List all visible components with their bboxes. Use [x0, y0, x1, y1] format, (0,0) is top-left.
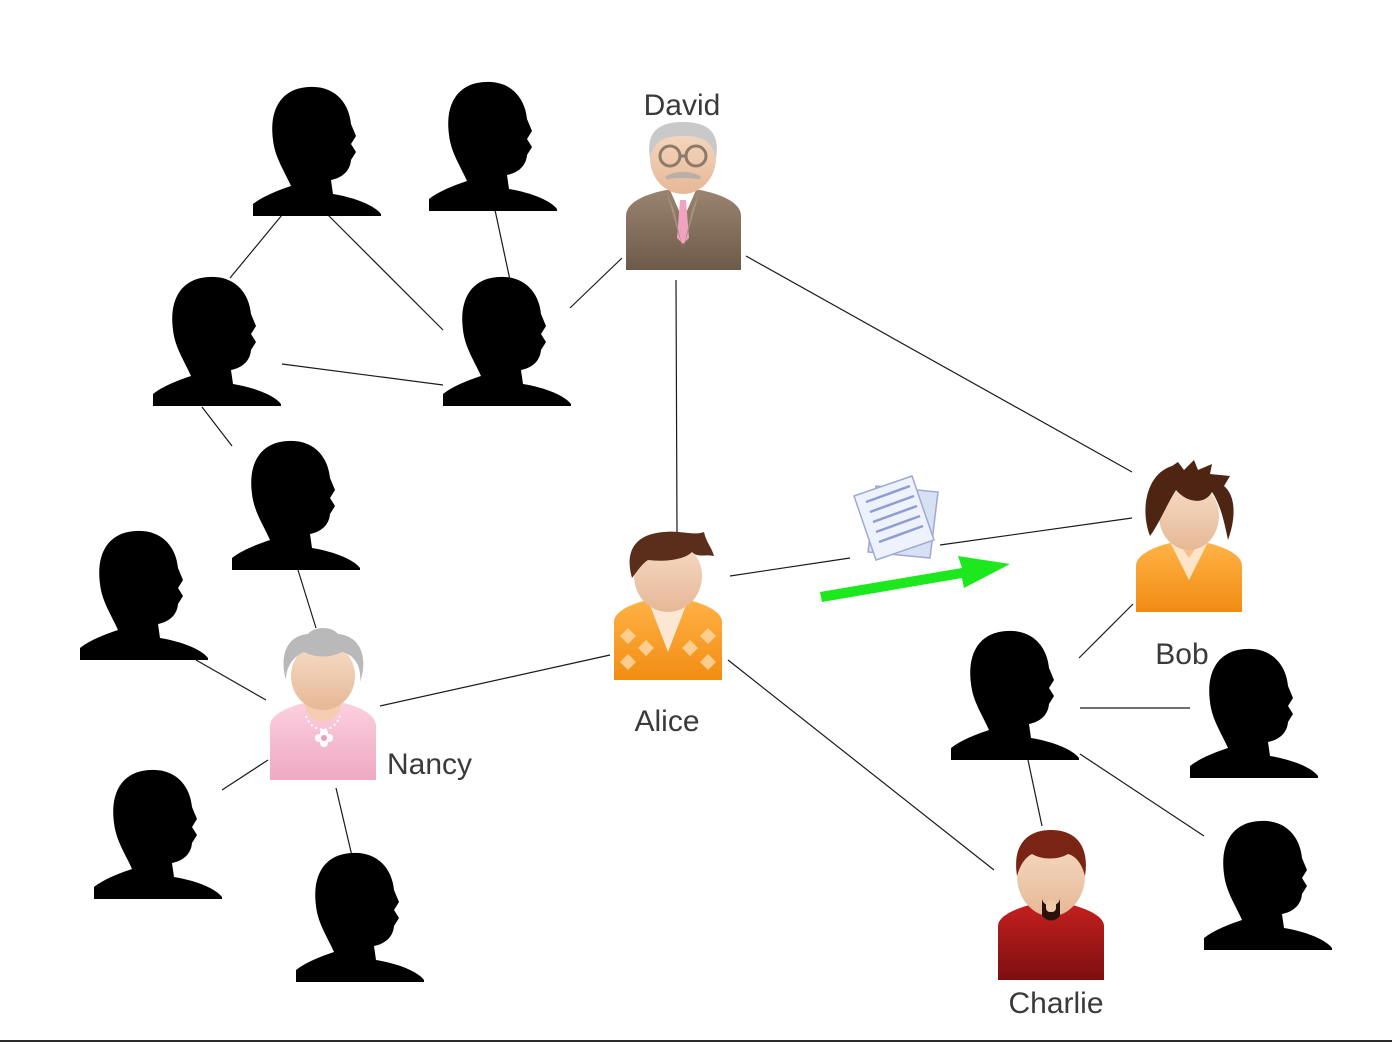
edge	[494, 209, 511, 281]
bottom-divider	[0, 1040, 1392, 1042]
edge	[727, 659, 995, 871]
edge	[1078, 603, 1134, 659]
silhouette-icon	[296, 852, 424, 982]
bearded-man-avatar-icon	[998, 830, 1104, 980]
network-edges	[195, 209, 1205, 871]
silhouette-icon	[951, 630, 1079, 760]
edge	[729, 557, 851, 577]
person-name-label: David	[644, 89, 721, 122]
person-name-label: Nancy	[387, 748, 472, 781]
flower-brooch-icon	[315, 729, 333, 747]
person-charlie: Charlie	[998, 830, 1104, 1020]
edge	[569, 257, 623, 309]
edge	[201, 406, 233, 447]
edge	[1079, 753, 1205, 837]
person-david: David	[626, 89, 741, 270]
edge	[195, 659, 267, 701]
person-name-label: Bob	[1155, 638, 1208, 671]
edge	[745, 255, 1133, 473]
edge	[1027, 759, 1043, 827]
silhouette-icon	[1190, 648, 1318, 778]
person-nancy: Nancy	[270, 628, 472, 781]
person-alice: Alice	[614, 531, 722, 738]
edge	[327, 214, 444, 331]
edge	[939, 517, 1133, 546]
edge	[281, 363, 444, 386]
silhouette-icon	[253, 86, 381, 217]
silhouette-icon	[80, 530, 208, 660]
document-icon	[853, 475, 939, 561]
edge	[297, 569, 317, 629]
elderly-man-avatar-icon	[626, 122, 741, 270]
message-transfer	[820, 475, 1010, 602]
silhouette-icon	[232, 440, 360, 570]
edge	[221, 759, 269, 791]
person-name-label: Alice	[634, 705, 699, 738]
silhouette-icon	[429, 81, 557, 212]
young-man-avatar-icon	[614, 531, 722, 680]
woman-avatar-icon	[1136, 460, 1242, 612]
person-name-label: Charlie	[1008, 987, 1103, 1020]
person-bob: Bob	[1136, 460, 1242, 671]
edge	[675, 279, 678, 535]
silhouette-icon	[94, 769, 222, 899]
edge	[379, 654, 611, 707]
silhouette-icon	[1204, 820, 1332, 950]
arrow-icon	[820, 556, 1010, 602]
silhouette-icon	[153, 276, 281, 406]
edge	[335, 787, 353, 857]
elderly-woman-avatar-icon	[270, 628, 376, 780]
silhouette-icon	[443, 276, 571, 406]
edge	[229, 214, 283, 279]
